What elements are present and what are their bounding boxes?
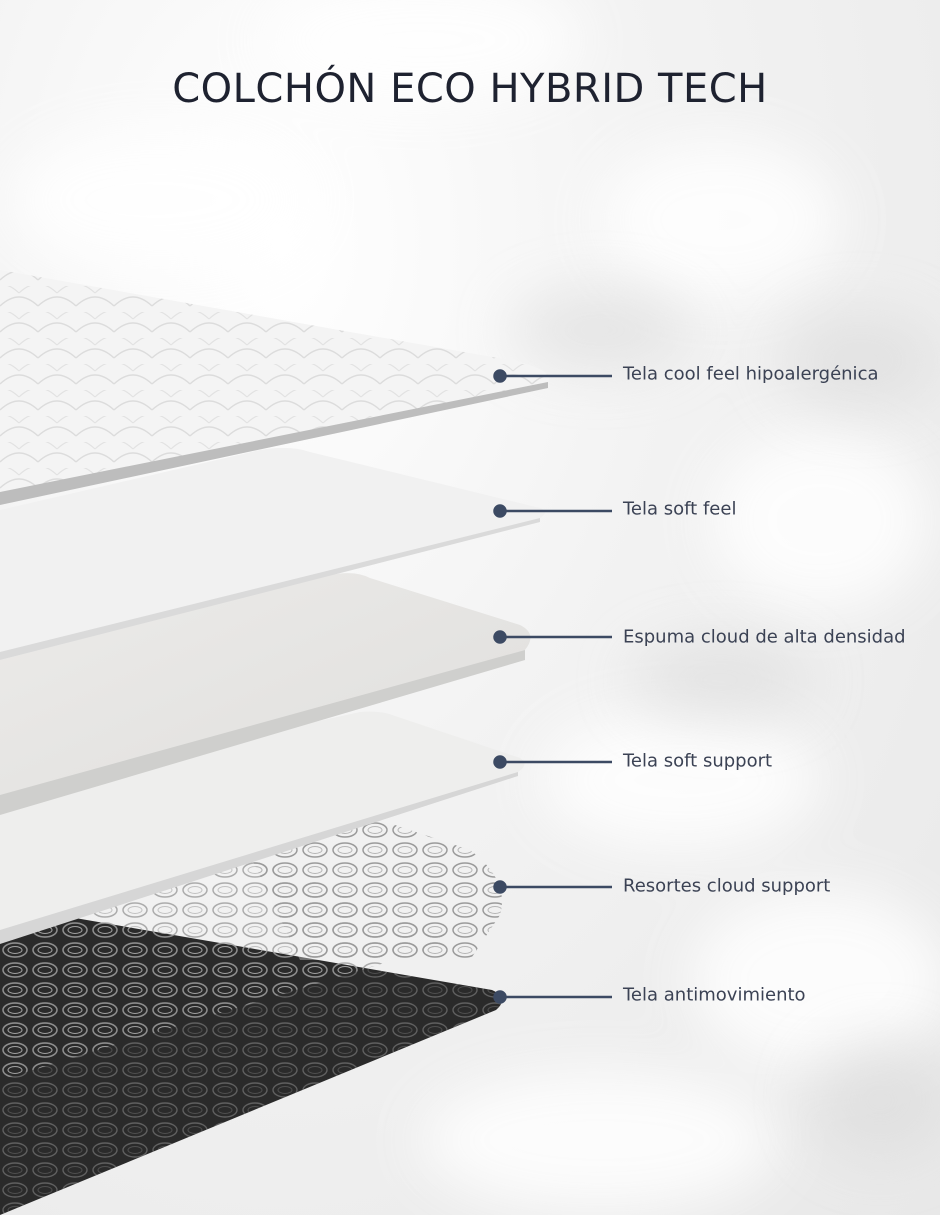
page-title: COLCHÓN ECO HYBRID TECH [172, 66, 768, 112]
layer-resortes [0, 820, 502, 1080]
layer-label: Espuma cloud de alta densidad [623, 626, 906, 648]
layer-label: Tela antimovimiento [623, 984, 806, 1006]
layer-label: Tela soft feel [623, 498, 737, 520]
layer-label: Tela soft support [623, 750, 773, 772]
layer-label: Tela cool feel hipoalergénica [623, 363, 879, 385]
layer-tela-cool-feel [0, 270, 550, 505]
layer-espuma [0, 573, 531, 815]
layer-tela-soft-feel [0, 447, 545, 660]
layer-label: Resortes cloud support [623, 875, 831, 897]
